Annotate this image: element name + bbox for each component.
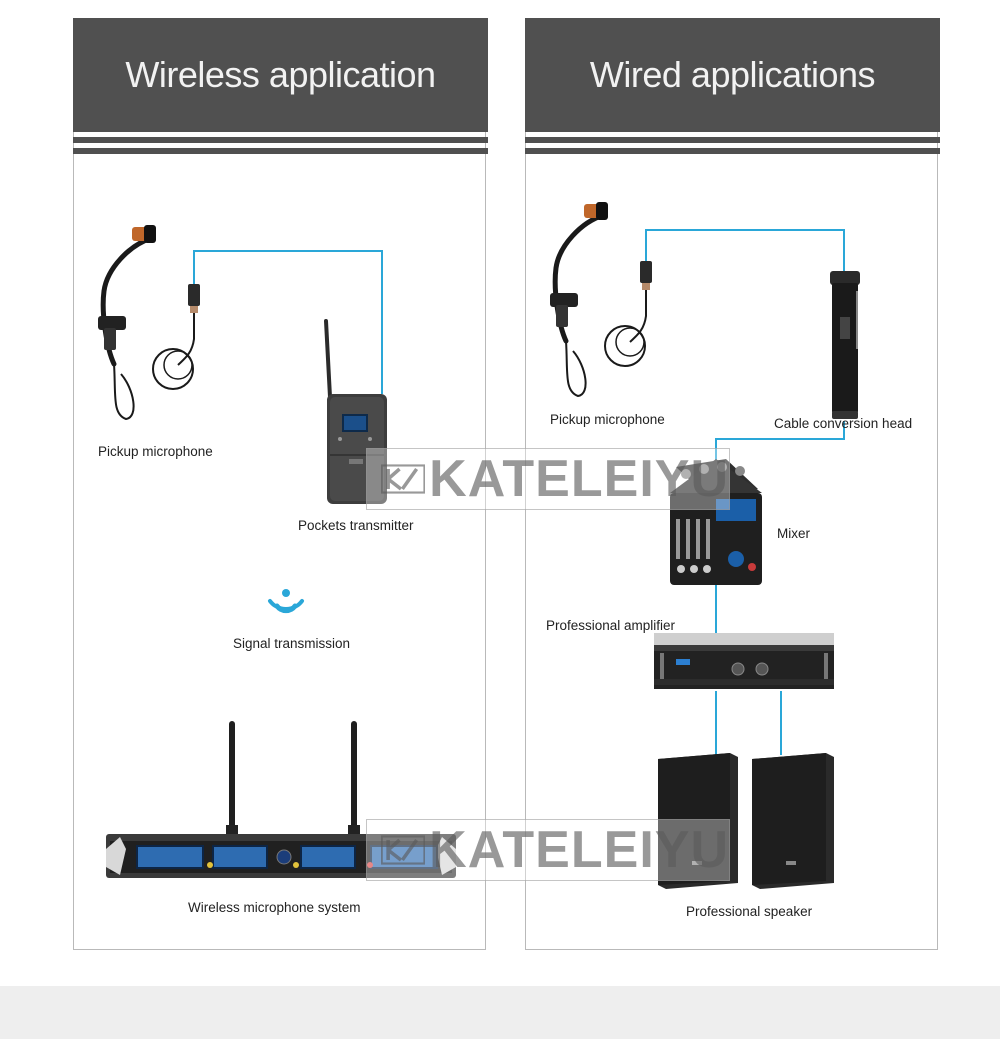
- cable-conversion-head-label: Cable conversion head: [774, 416, 913, 431]
- watermark-text: KATELEIYU: [429, 450, 729, 508]
- mixer-image: [670, 459, 762, 585]
- header-stripe: [525, 137, 940, 143]
- wireless-panel-title: Wireless application: [73, 18, 488, 132]
- header-stripe: [73, 148, 488, 154]
- pickup-microphone-image: [98, 225, 200, 421]
- amplifier-image: [654, 633, 834, 689]
- connector-line: [193, 250, 383, 394]
- watermark-logo-icon: [381, 835, 426, 865]
- professional-amplifier-label: Professional amplifier: [546, 618, 676, 633]
- header-stripe: [73, 137, 488, 143]
- pockets-transmitter-label: Pockets transmitter: [298, 518, 414, 533]
- wireless-diagram: [98, 225, 456, 878]
- connector-line: [645, 229, 845, 755]
- signal-transmission-label: Signal transmission: [233, 636, 351, 651]
- mixer-label: Mixer: [777, 526, 810, 541]
- pickup-microphone-label: Pickup microphone: [98, 444, 213, 459]
- pockets-transmitter-image: [324, 319, 387, 504]
- professional-speaker-label: Professional speaker: [686, 904, 813, 919]
- header-stripe: [525, 148, 940, 154]
- cable-conversion-head-image: [830, 271, 860, 419]
- pickup-microphone-image: [550, 202, 652, 398]
- pickup-microphone-label: Pickup microphone: [550, 412, 665, 427]
- wireless-panel: Wireless application: [73, 18, 488, 950]
- footer-band: [0, 986, 1000, 1039]
- watermark: KATELEIYU: [366, 819, 730, 881]
- watermark: KATELEIYU: [366, 448, 730, 510]
- wireless-microphone-system-label: Wireless microphone system: [188, 900, 361, 915]
- wired-panel-title: Wired applications: [525, 18, 940, 132]
- watermark-logo-icon: [381, 464, 426, 494]
- watermark-text: KATELEIYU: [429, 821, 729, 879]
- signal-icon: [268, 589, 304, 614]
